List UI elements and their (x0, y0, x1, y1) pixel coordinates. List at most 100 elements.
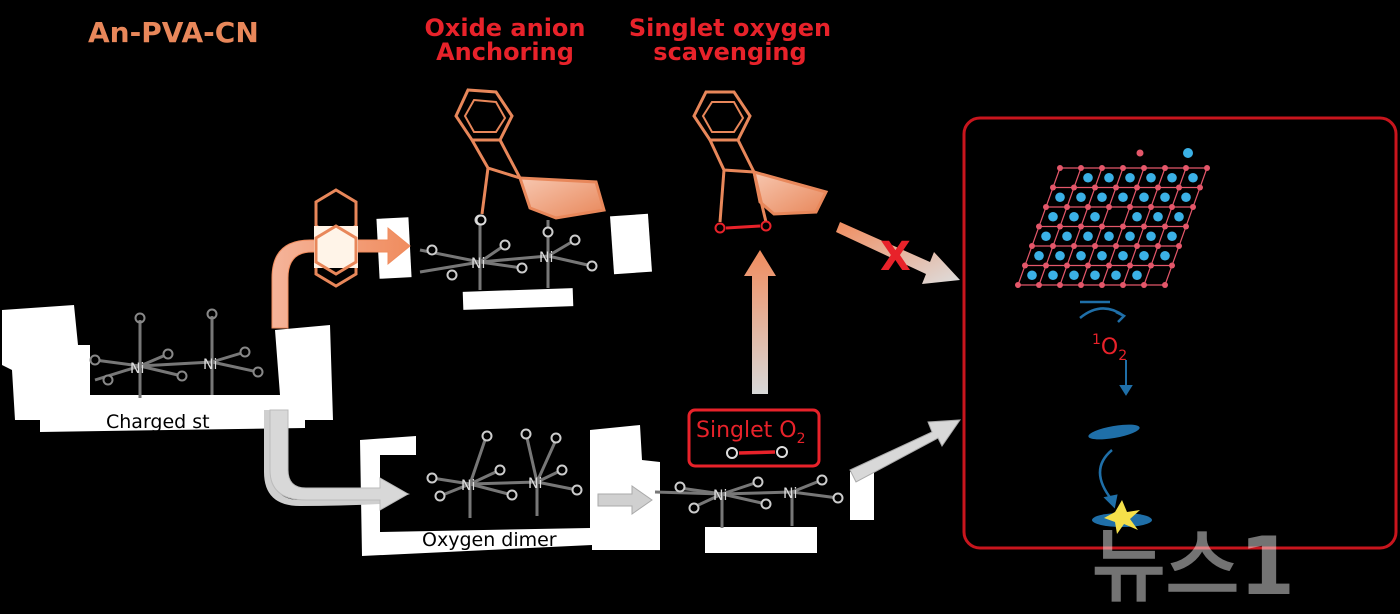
lattice-ion (1069, 270, 1079, 281)
lattice-node (1141, 165, 1147, 171)
grey-straight-arrow (597, 485, 653, 515)
lattice-node (1050, 184, 1056, 191)
anchor-panel-bottom (462, 288, 574, 310)
lattice-stray-atoms (1136, 148, 1193, 158)
lattice-node (1099, 223, 1105, 230)
lattice-ion (1132, 270, 1142, 281)
lattice-ion (1090, 270, 1100, 281)
ni-label: Ni (471, 256, 485, 272)
release-arrow (1079, 300, 1127, 323)
lattice-ion (1104, 172, 1114, 183)
lattice-node (1183, 223, 1189, 230)
cross-mark: X (880, 234, 911, 280)
ni-label: Ni (130, 361, 144, 377)
lattice-ion (1055, 250, 1065, 261)
o2-main: O (1101, 335, 1118, 360)
lattice-node (1036, 282, 1042, 288)
lattice-ion (1111, 270, 1121, 281)
dimer-panel (360, 425, 660, 556)
lattice-node (1057, 223, 1063, 230)
singlet-box-text: Singlet O (696, 418, 797, 443)
down-arrow (1119, 360, 1133, 396)
ni-scavenged-atoms: Ni Ni (674, 474, 844, 514)
lattice-node (1134, 243, 1140, 249)
o2-sup: 1 (1092, 332, 1101, 348)
lattice-ion (1167, 231, 1177, 242)
lattice-node (1197, 184, 1203, 191)
singlet-box-sub: 2 (797, 431, 806, 447)
lattice-ion (1146, 172, 1156, 183)
ni-structure-anchoring (419, 220, 593, 290)
lattice-ion (1118, 250, 1128, 261)
ni-structure-charged (94, 316, 259, 398)
lattice-node (1148, 262, 1154, 269)
lattice-ion (1125, 172, 1135, 183)
endoperoxide-molecule (692, 90, 829, 223)
heading-singlet-line1: Singlet oxygen (629, 14, 831, 42)
lattice-ion (1048, 270, 1058, 281)
lattice-node (1078, 282, 1084, 288)
lattice-node (1169, 262, 1175, 269)
lattice-ion (1034, 250, 1044, 261)
lattice-node (1078, 223, 1084, 230)
lattice-node (1043, 204, 1049, 210)
anthracene-molecule (314, 188, 358, 288)
lattice-node (1022, 262, 1028, 269)
lattice-node (1029, 243, 1035, 249)
lattice-ion (1076, 250, 1086, 261)
lattice-node (1134, 184, 1140, 191)
lattice-node (1043, 262, 1049, 269)
lattice-node (1106, 204, 1112, 210)
lattice-node (1106, 262, 1112, 269)
lattice-node (1015, 282, 1021, 288)
lattice-ion (1139, 192, 1149, 203)
upward-arrow (744, 250, 776, 394)
ni-label: Ni (539, 250, 553, 266)
lattice-node (1050, 243, 1056, 249)
lattice-node (1099, 165, 1105, 171)
lattice-node (1120, 282, 1126, 288)
lattice-ion (1174, 211, 1184, 222)
ni-label: Ni (461, 478, 475, 494)
anchor-oxygen (475, 214, 487, 226)
ni-anchoring-atoms: Ni Ni (426, 214, 598, 281)
spark-icon (1104, 500, 1140, 534)
lattice-ion (1160, 250, 1170, 261)
anchored-molecule (454, 88, 606, 220)
heading-singlet-line2: scavenging (653, 38, 806, 66)
electrolyte-disc-top (1088, 424, 1140, 440)
lattice-node (1183, 165, 1189, 171)
lattice-node (1141, 223, 1147, 230)
lattice-ion (1048, 211, 1058, 222)
lattice-node (1127, 204, 1133, 210)
grey-curved-arrow (264, 409, 410, 511)
label-oxygen-dimer: Oxygen dimer (422, 529, 557, 551)
lattice-ion (1167, 172, 1177, 183)
lattice-node (1204, 165, 1210, 171)
lattice-node (1113, 243, 1119, 249)
ni-label: Ni (528, 476, 542, 492)
lattice-ion (1097, 192, 1107, 203)
charged-state-panel (2, 305, 333, 432)
lattice-node (1148, 204, 1154, 210)
svg-text:Singlet O2: Singlet O2 (696, 418, 806, 447)
anchor-panel-right (610, 213, 652, 275)
cell-panel (962, 116, 1398, 550)
lattice-node (1141, 282, 1147, 288)
ni-label: Ni (783, 486, 797, 502)
lattice-ion (1090, 211, 1100, 222)
lattice-ion (1083, 231, 1093, 242)
grey-diagonal-arrow (849, 419, 961, 483)
lattice-ion (1132, 211, 1142, 222)
endoperoxide-oxygens (714, 220, 772, 234)
lattice-node (1162, 282, 1168, 288)
lattice-node (1120, 165, 1126, 171)
heading-oxide-anion-anchoring: Oxide anion Anchoring (424, 14, 585, 66)
lattice-node (1127, 262, 1133, 269)
ni-dimer-atoms: Ni Ni (426, 428, 583, 502)
lattice-node (1078, 165, 1084, 171)
lattice-node (1092, 243, 1098, 249)
heading-oxide-line1: Oxide anion (424, 14, 585, 42)
ni-label: Ni (713, 488, 727, 504)
